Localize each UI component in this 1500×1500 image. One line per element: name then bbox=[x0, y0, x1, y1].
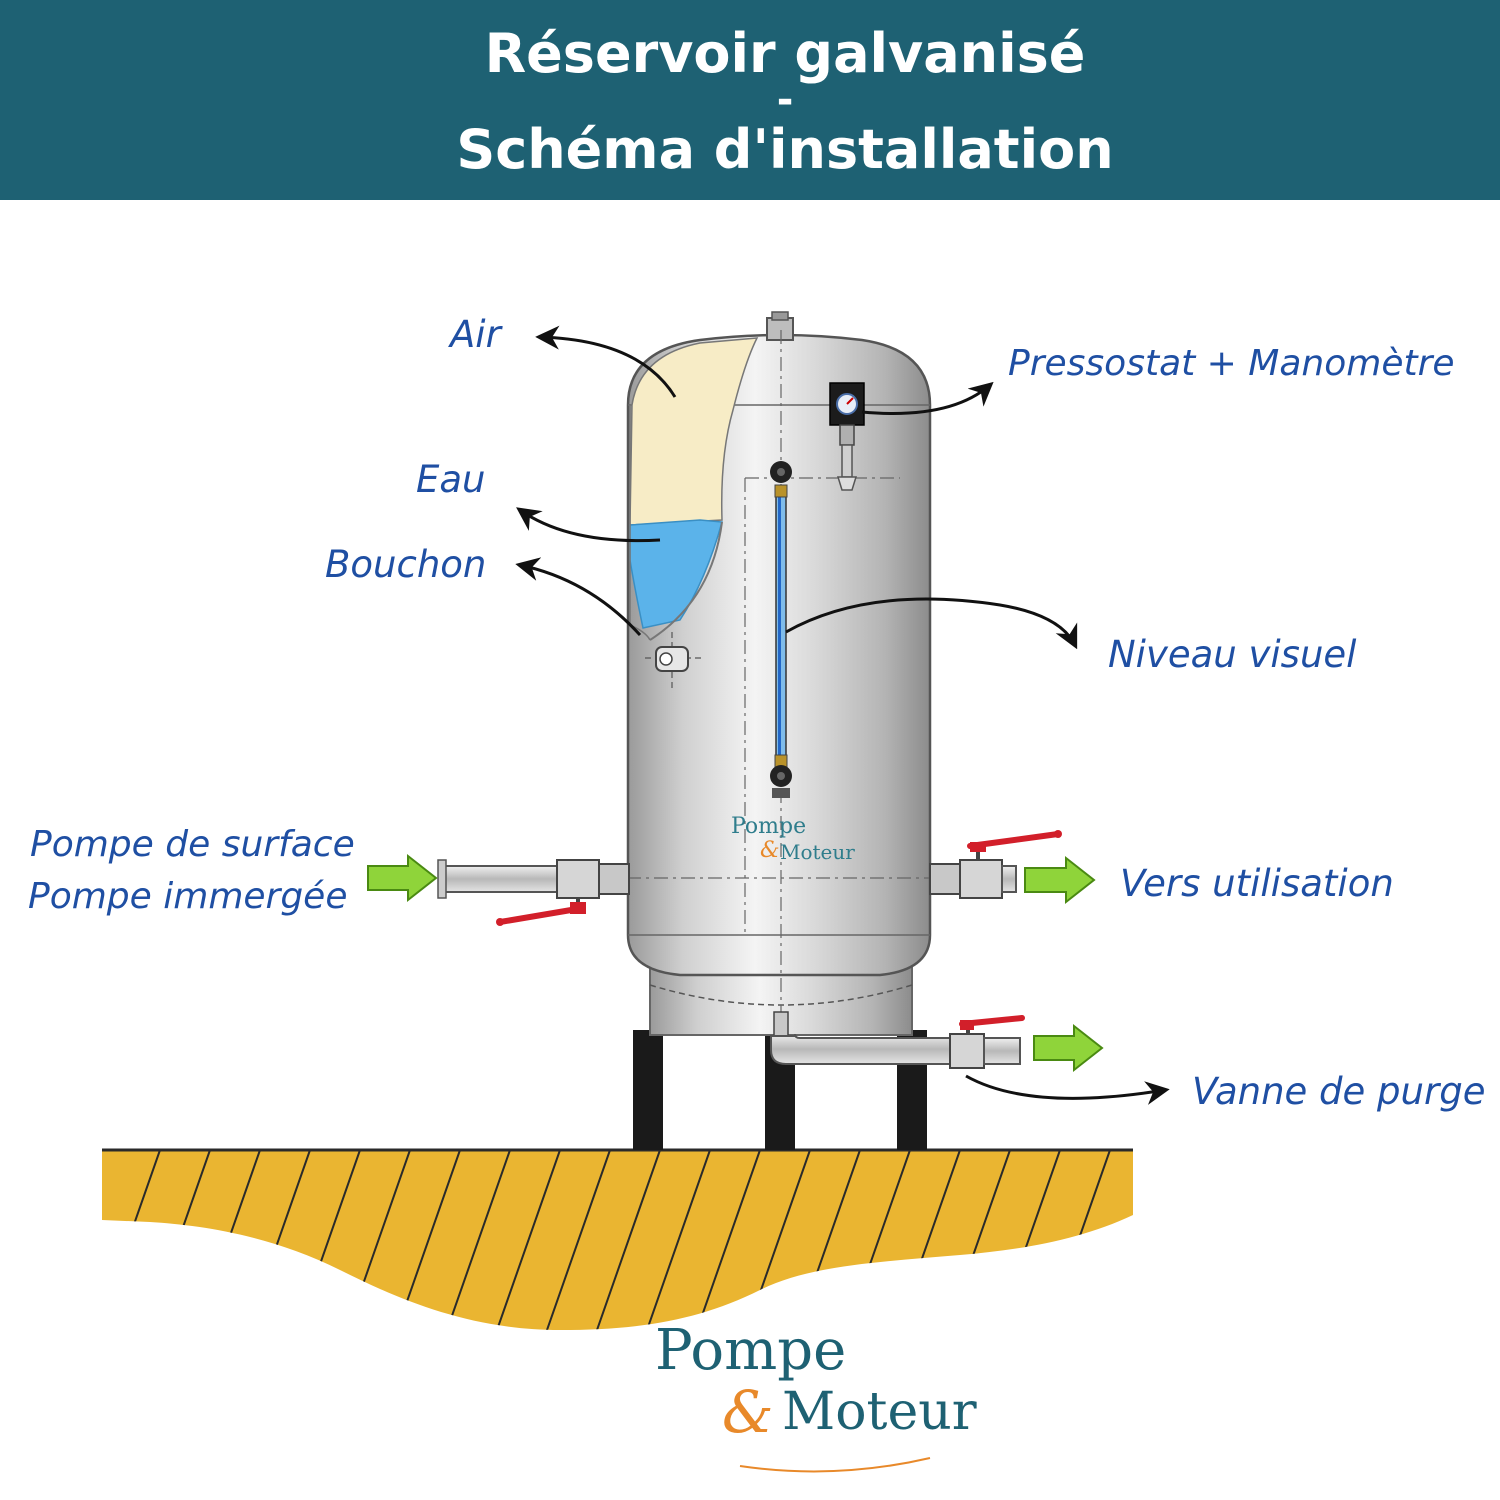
brand-logo-line2: Moteur bbox=[782, 1382, 977, 1442]
title-line-1: Réservoir galvanisé bbox=[484, 22, 1086, 85]
tank-diagram bbox=[102, 311, 1170, 1330]
water-section bbox=[629, 519, 723, 629]
air-section bbox=[629, 337, 759, 526]
flow-arrows bbox=[367, 853, 1104, 1073]
tank-logo-line2: Moteur bbox=[780, 840, 855, 864]
arrow-niveau bbox=[785, 597, 1078, 650]
inlet-pipe bbox=[437, 859, 630, 926]
pressure-switch bbox=[829, 382, 865, 491]
tank-logo-line1: Pompe bbox=[731, 814, 807, 839]
flow-arrow-in bbox=[367, 853, 438, 903]
brand-logo-ampersand: & bbox=[722, 1378, 774, 1446]
label-vers-utilisation: Vers utilisation bbox=[1120, 862, 1394, 905]
label-eau: Eau bbox=[416, 458, 486, 501]
callout-arrows bbox=[515, 325, 1170, 1105]
title-line-2: Schéma d'installation bbox=[456, 118, 1114, 181]
arrow-air bbox=[535, 325, 677, 398]
outlet-pipe bbox=[929, 830, 1062, 899]
arrow-pressostat bbox=[861, 381, 994, 415]
arrow-purge bbox=[965, 1074, 1170, 1105]
drain-pipe bbox=[770, 1011, 1025, 1069]
label-pompe-surface: Pompe de surface bbox=[30, 824, 355, 865]
label-pressostat: Pressostat + Manomètre bbox=[1008, 343, 1455, 384]
flow-arrow-drain bbox=[1033, 1023, 1104, 1073]
arrow-bouchon bbox=[515, 557, 642, 637]
arrow-eau bbox=[516, 507, 661, 543]
plug bbox=[645, 632, 705, 688]
header-banner: Réservoir galvanisé - Schéma d'installat… bbox=[0, 0, 1500, 200]
label-vanne-purge: Vanne de purge bbox=[1192, 1070, 1486, 1113]
title-separator: - bbox=[776, 77, 794, 123]
label-bouchon: Bouchon bbox=[325, 543, 487, 586]
label-pompe-immergee: Pompe immergée bbox=[28, 876, 348, 917]
label-air: Air bbox=[450, 313, 501, 356]
tank-logo-ampersand: & bbox=[760, 838, 780, 863]
label-niveau: Niveau visuel bbox=[1108, 633, 1357, 676]
brand-logo-line1: Pompe bbox=[655, 1318, 847, 1383]
sight-glass bbox=[770, 461, 792, 798]
brand-logo-swoosh bbox=[739, 1457, 931, 1473]
flow-arrow-out bbox=[1024, 855, 1096, 905]
ground bbox=[102, 1148, 1133, 1330]
